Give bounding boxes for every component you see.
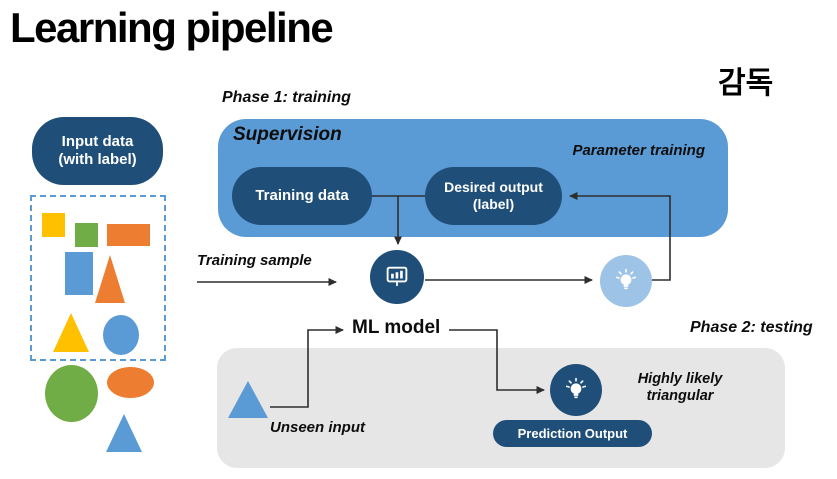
- phase1-label: Phase 1: training: [222, 89, 351, 106]
- blue-circle: [103, 315, 139, 355]
- input-data-pill: Input data (with label): [32, 117, 163, 185]
- desired-output-pill: Desired output (label): [425, 167, 562, 225]
- desired-output-line2: (label): [472, 196, 515, 212]
- prediction-node: [550, 364, 602, 416]
- unseen-input-label: Unseen input: [270, 419, 366, 436]
- input-data-line2: (with label): [58, 151, 137, 168]
- ml-model-node: [370, 250, 424, 304]
- prediction-result-line2: triangular: [646, 387, 714, 404]
- desired-output-line1: Desired output: [444, 179, 543, 196]
- blue-rectangle: [65, 252, 93, 295]
- green-square: [75, 223, 98, 247]
- parameter-training-label: Parameter training: [572, 142, 705, 159]
- parameter-training-node: [600, 255, 652, 307]
- presentation-chart-icon: [386, 266, 408, 287]
- orange-rectangle: [107, 224, 150, 246]
- ml-model-label: ML model: [352, 317, 441, 338]
- prediction-result-line1: Highly likely: [637, 371, 723, 387]
- phase2-label: Phase 2: testing: [690, 319, 813, 336]
- page-title: Learning pipeline: [10, 4, 334, 51]
- labeled-samples-dashed-box: [30, 195, 166, 361]
- yellow-square: [42, 213, 65, 237]
- input-data-line1: Input data: [61, 133, 134, 150]
- testing-box: [217, 348, 785, 468]
- lightbulb-icon: [565, 377, 587, 399]
- training-sample-label: Training sample: [197, 252, 312, 269]
- lightbulb-icon: [615, 268, 637, 290]
- korean-supervision-label: 감독: [718, 67, 774, 100]
- blue-triangle: [106, 414, 142, 452]
- prediction-result-text: Highly likely triangular: [615, 371, 745, 404]
- prediction-output-pill: Prediction Output: [493, 420, 652, 447]
- training-data-label: Training data: [255, 187, 349, 204]
- orange-ellipse: [107, 367, 154, 398]
- training-data-pill: Training data: [232, 167, 372, 225]
- supervision-title: Supervision: [233, 124, 342, 145]
- green-ellipse: [45, 365, 98, 422]
- prediction-output-label: Prediction Output: [517, 425, 628, 441]
